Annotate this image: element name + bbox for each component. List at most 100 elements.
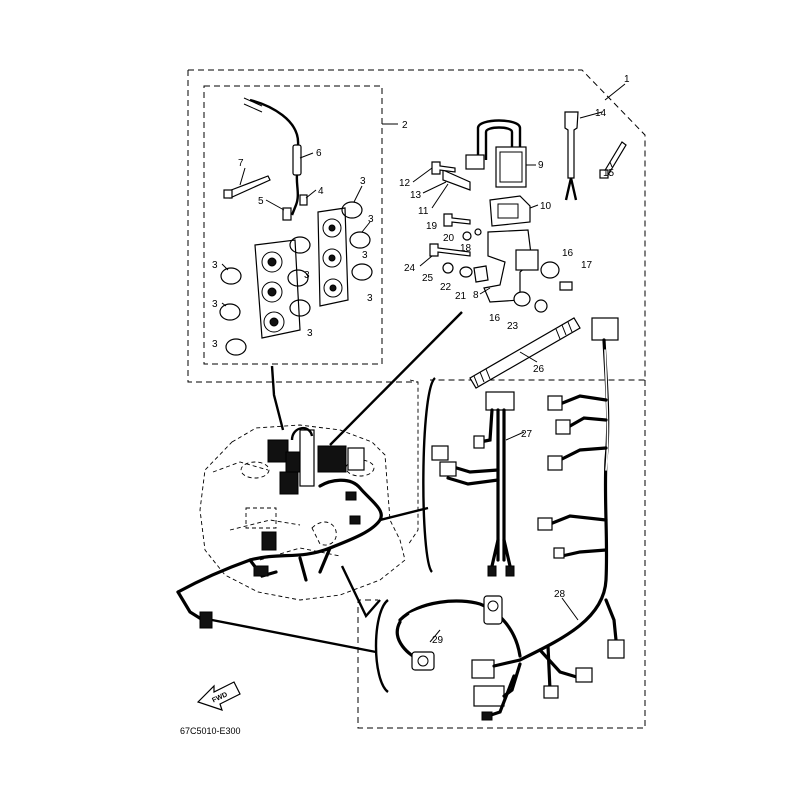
washer-23 <box>534 299 548 313</box>
harness-27-end-1 <box>487 565 497 577</box>
callout-24: 24 <box>404 263 416 274</box>
locator-line-harness-2 <box>211 618 377 654</box>
cable-29-connector-b-face <box>487 600 499 612</box>
leader-3d <box>221 302 227 307</box>
leader-3c <box>221 263 229 271</box>
locator-line-harness <box>379 506 429 522</box>
harness-28-top-plug <box>591 317 619 341</box>
callout-3h: 3 <box>304 270 310 281</box>
leader-10 <box>529 204 539 209</box>
main-harness-28 <box>471 317 625 721</box>
fwd-arrow-icon: FWD <box>196 681 241 711</box>
callout-28: 28 <box>554 589 566 600</box>
callout-3i: 3 <box>307 328 313 339</box>
drawing-code: 67C5010-E300 <box>180 726 241 736</box>
bracket-28-29 <box>374 599 389 693</box>
callout-15: 15 <box>603 168 615 179</box>
callout-22: 22 <box>440 282 452 293</box>
o-ring-c <box>351 263 373 281</box>
collar-21 <box>473 265 489 283</box>
installed-harness-branch-2 <box>298 556 308 582</box>
washer-25 <box>442 262 454 274</box>
locator-line-harness-3 <box>340 565 381 619</box>
callout-3b: 3 <box>368 214 374 225</box>
harness-28-end <box>481 711 493 721</box>
cdi-unit-9-face <box>499 151 523 183</box>
installed-parts <box>261 427 365 551</box>
o-ring-b <box>349 231 371 249</box>
sub-harness-27 <box>431 391 525 577</box>
installed-harness-plug-2 <box>253 565 269 577</box>
coil-core-1 <box>267 257 277 267</box>
callout-10: 10 <box>540 201 552 212</box>
leader-3a <box>353 185 363 203</box>
callout-29: 29 <box>432 635 444 646</box>
plug-9 <box>465 154 485 170</box>
harness-28-plug-d <box>537 517 553 531</box>
washer-18 <box>474 228 482 236</box>
wire-9-loop <box>476 119 522 160</box>
callout-3d: 3 <box>367 293 373 304</box>
installed-plug-a <box>345 491 357 501</box>
coil-bore-2 <box>261 281 283 303</box>
harness-28-plug-j <box>473 685 505 707</box>
callout-labels: 1 2 3 3 3 3 3 3 3 3 3 4 5 6 7 8 9 10 11 … <box>212 74 630 646</box>
installed-loop <box>290 427 314 441</box>
callout-20: 20 <box>443 233 455 244</box>
installed-coil-3 <box>279 471 299 495</box>
leader-27 <box>505 431 525 441</box>
leader-4 <box>305 189 317 199</box>
coil-plate-left <box>254 239 301 339</box>
callout-18: 18 <box>460 243 472 254</box>
wire-6-plug <box>243 97 263 113</box>
callout-3e: 3 <box>212 260 218 271</box>
coil-bore-1 <box>261 251 283 273</box>
leader-12 <box>412 167 433 183</box>
callout-3a: 3 <box>360 176 366 187</box>
installed-cdi <box>317 445 347 473</box>
harness-28-plug-h <box>543 685 559 699</box>
callout-8: 8 <box>473 290 479 301</box>
o-ring-e <box>287 269 309 287</box>
leader-1 <box>604 83 626 101</box>
cover-10 <box>489 195 531 227</box>
installed-harness-plug <box>199 611 213 629</box>
harness-28-plug-f <box>607 639 625 659</box>
harness-27-end-2 <box>505 565 515 577</box>
callout-17: 17 <box>581 260 593 271</box>
coil-bore-4 <box>322 218 342 238</box>
callout-14: 14 <box>595 108 607 119</box>
locator-line-cdi <box>329 311 463 446</box>
coil-bore-5 <box>322 248 342 268</box>
callout-26: 26 <box>533 364 545 375</box>
washer-20 <box>462 231 472 241</box>
installed-harness-branch-3 <box>318 546 332 574</box>
leader-24 <box>419 255 433 267</box>
leader-3b <box>361 221 371 233</box>
cable-tie-15-head <box>599 169 609 179</box>
assembly-28-boundary <box>357 380 646 729</box>
coil-core-4 <box>328 224 336 232</box>
callout-1: 1 <box>624 74 630 85</box>
locator-line-coil <box>270 365 285 431</box>
callout-3c: 3 <box>362 250 368 261</box>
cdi-bracket-group <box>412 111 627 313</box>
leader-8 <box>479 287 491 295</box>
harness-27-plug-2 <box>473 435 485 449</box>
callout-9: 9 <box>538 160 544 171</box>
coil-core-3 <box>269 317 279 327</box>
cdi-unit-9 <box>495 146 527 188</box>
harness-27-plug-3 <box>431 445 449 461</box>
leader-15 <box>609 161 613 168</box>
installed-relay <box>261 531 277 551</box>
harness-28-plug-b <box>555 419 571 435</box>
connector-4 <box>299 194 308 206</box>
bracket-11 <box>442 169 471 191</box>
installed-harness <box>176 478 383 594</box>
harness-27-plug <box>485 391 515 411</box>
grommet-16a <box>540 261 560 279</box>
harness-28-plug-a <box>547 395 563 411</box>
o-ring-h <box>219 303 241 321</box>
grommet-16b <box>513 291 531 307</box>
screw-17 <box>559 281 573 291</box>
